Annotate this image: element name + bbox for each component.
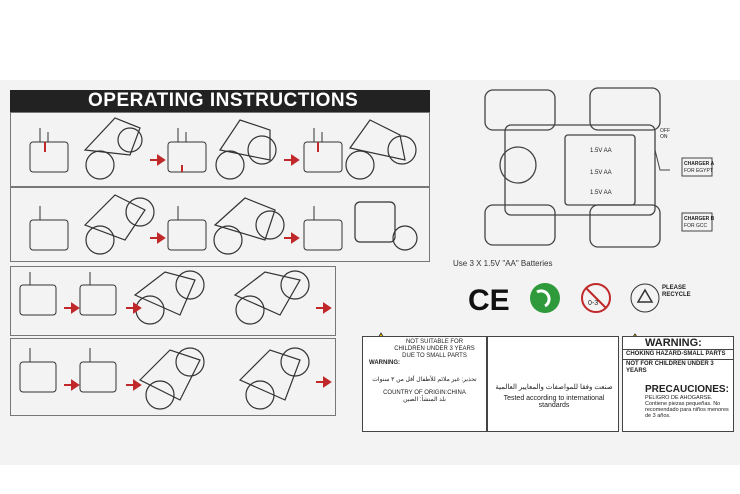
step-row-1 (10, 112, 430, 187)
age-warning-icon (581, 283, 611, 313)
power-switch-label: OFF ON (660, 128, 670, 140)
warning-label: WARNING: (369, 360, 400, 366)
remote-control-icon (29, 206, 69, 251)
precautions-text: PELIGRO DE AHOGARSE. Contiene piezas peq… (645, 395, 729, 419)
warning-arabic-1: تحذير: غير ملائم للأطفال أقل من ٣ سنوات (372, 377, 477, 383)
toy-car-icon (233, 270, 310, 325)
remote-control-icon (19, 272, 57, 316)
remote-control-icon (303, 206, 343, 251)
charger-a-sub: FOR EGYPT (684, 168, 713, 174)
step-row-4 (10, 338, 336, 416)
tested-arabic: صنعت وفقا للمواصفات والمعايير العالمية (495, 384, 613, 391)
recycle-text: PLEASE RECYCLE (662, 285, 691, 298)
toy-car-icon (354, 201, 418, 251)
remote-control-icon (79, 272, 117, 316)
remote-control-icon (29, 128, 69, 173)
tested-box: صنعت وفقا للمواصفات والمعايير العالمية T… (487, 336, 619, 432)
toy-car-icon (213, 197, 285, 255)
warning-en-1: NOT SUITABLE FOR (405, 339, 464, 345)
battery-2-label: 1.5V AA (590, 170, 612, 176)
toy-car-icon (83, 194, 155, 255)
green-dot-icon (530, 283, 560, 313)
battery-3-label: 1.5V AA (590, 190, 612, 196)
step-row-2 (10, 187, 430, 262)
toy-car-icon (138, 347, 205, 410)
toy-car-icon (133, 270, 205, 325)
precautions-title: PRECAUCIONES: (645, 384, 729, 395)
charger-b-sub: FOR GCC (684, 223, 708, 229)
remote-control-icon (167, 206, 207, 251)
toy-car-icon (238, 347, 310, 410)
charger-b-label: CHARGER B (684, 216, 715, 222)
remote-control-icon (19, 348, 57, 393)
warning-title: WARNING: (645, 337, 702, 349)
battery-instructions: Use 3 X 1.5V "AA" Batteries (453, 259, 553, 268)
page-title: OPERATING INSTRUCTIONS (10, 90, 430, 112)
recycle-icon (630, 283, 660, 313)
toy-car-icon (345, 119, 417, 180)
tested-english: Tested according to international standa… (503, 395, 605, 409)
warning-country: COUNTRY OF ORIGIN:CHINA (383, 390, 466, 396)
charger-a-label: CHARGER A (684, 161, 715, 167)
battery-1-label: 1.5V AA (590, 148, 612, 154)
warning-en-3: DUE TO SMALL PARTS (402, 353, 467, 359)
toy-car-icon (215, 119, 277, 180)
warning-line-1: CHOKING HAZARD-SMALL PARTS (623, 349, 733, 359)
vehicle-top-view (484, 87, 661, 248)
toy-car-icon (83, 117, 143, 180)
warning-big-box: WARNING: CHOKING HAZARD-SMALL PARTS NOT … (622, 336, 734, 432)
remote-control-icon (79, 348, 117, 393)
warning-small-box: NOT SUITABLE FOR CHILDREN UNDER 3 YEARS … (362, 336, 487, 432)
ce-mark-icon: CE (468, 284, 510, 317)
remote-control-icon (167, 128, 207, 173)
warning-en-2: CHILDREN UNDER 3 YEARS (394, 346, 475, 352)
warning-line-2: NOT FOR CHILDREN UNDER 3 YEARS (623, 359, 733, 376)
charger-icon (654, 149, 713, 232)
age-badge-text: 0-3 (588, 300, 599, 307)
remote-control-icon (303, 128, 343, 173)
step-row-3 (10, 266, 336, 336)
warning-arabic-2: بلد المنشأ: الصين (403, 397, 446, 403)
